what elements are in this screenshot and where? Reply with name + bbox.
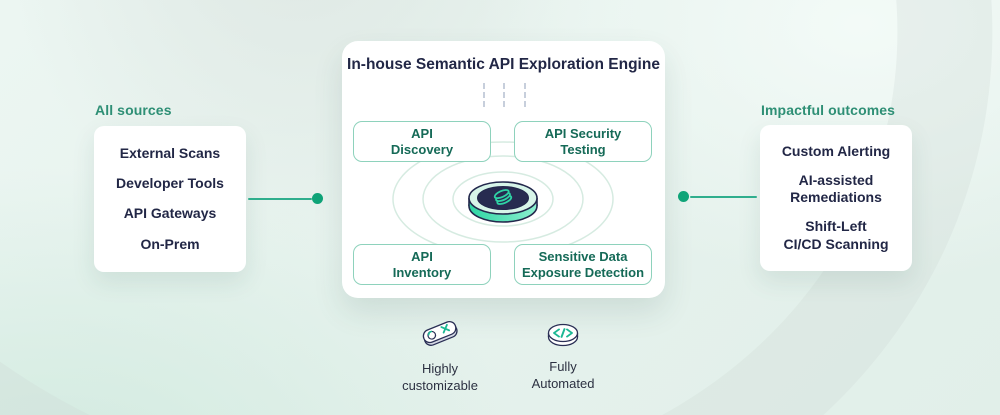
- capability-api-security-testing: API Security Testing: [514, 121, 652, 162]
- outcomes-card: Custom Alerting AI-assisted Remediations…: [760, 125, 912, 271]
- feature-label: Highly customizable: [402, 361, 478, 393]
- left-connector-line: [248, 198, 312, 200]
- right-panel-heading: Impactful outcomes: [761, 102, 896, 118]
- capability-api-discovery: API Discovery: [353, 121, 491, 162]
- outcome-item: Custom Alerting: [781, 142, 891, 159]
- source-item: API Gateways: [123, 205, 217, 222]
- feature-label: Fully Automated: [531, 359, 595, 391]
- engine-card: In-house Semantic API Exploration Engine: [342, 41, 665, 298]
- control-sliders-icon: [422, 320, 458, 346]
- source-item: On-Prem: [140, 235, 200, 252]
- sources-card: External Scans Developer Tools API Gatew…: [94, 126, 246, 272]
- outcome-item: Shift-Left CI/CD Scanning: [783, 218, 889, 252]
- left-panel-heading: All sources: [95, 102, 172, 118]
- right-connector-dot: [678, 191, 689, 202]
- source-item: Developer Tools: [116, 175, 224, 192]
- left-connector-dot: [312, 193, 323, 204]
- right-connector-line: [690, 196, 757, 198]
- engine-title: In-house Semantic API Exploration Engine: [347, 56, 660, 73]
- capability-sensitive-data-exposure: Sensitive Data Exposure Detection: [514, 244, 652, 285]
- feature-fully-automated: Fully Automated: [501, 318, 625, 393]
- automation-disc-icon: [547, 323, 579, 347]
- dashed-connector-icon: [483, 83, 485, 107]
- dashed-connector-icon: [503, 83, 505, 107]
- capability-api-inventory: API Inventory: [353, 244, 491, 285]
- outcome-item: AI-assisted Remediations: [790, 171, 882, 206]
- database-disc-icon: [392, 141, 614, 251]
- source-item: External Scans: [119, 144, 221, 161]
- dashed-connector-icon: [524, 83, 526, 107]
- feature-highly-customizable: Highly customizable: [378, 316, 502, 395]
